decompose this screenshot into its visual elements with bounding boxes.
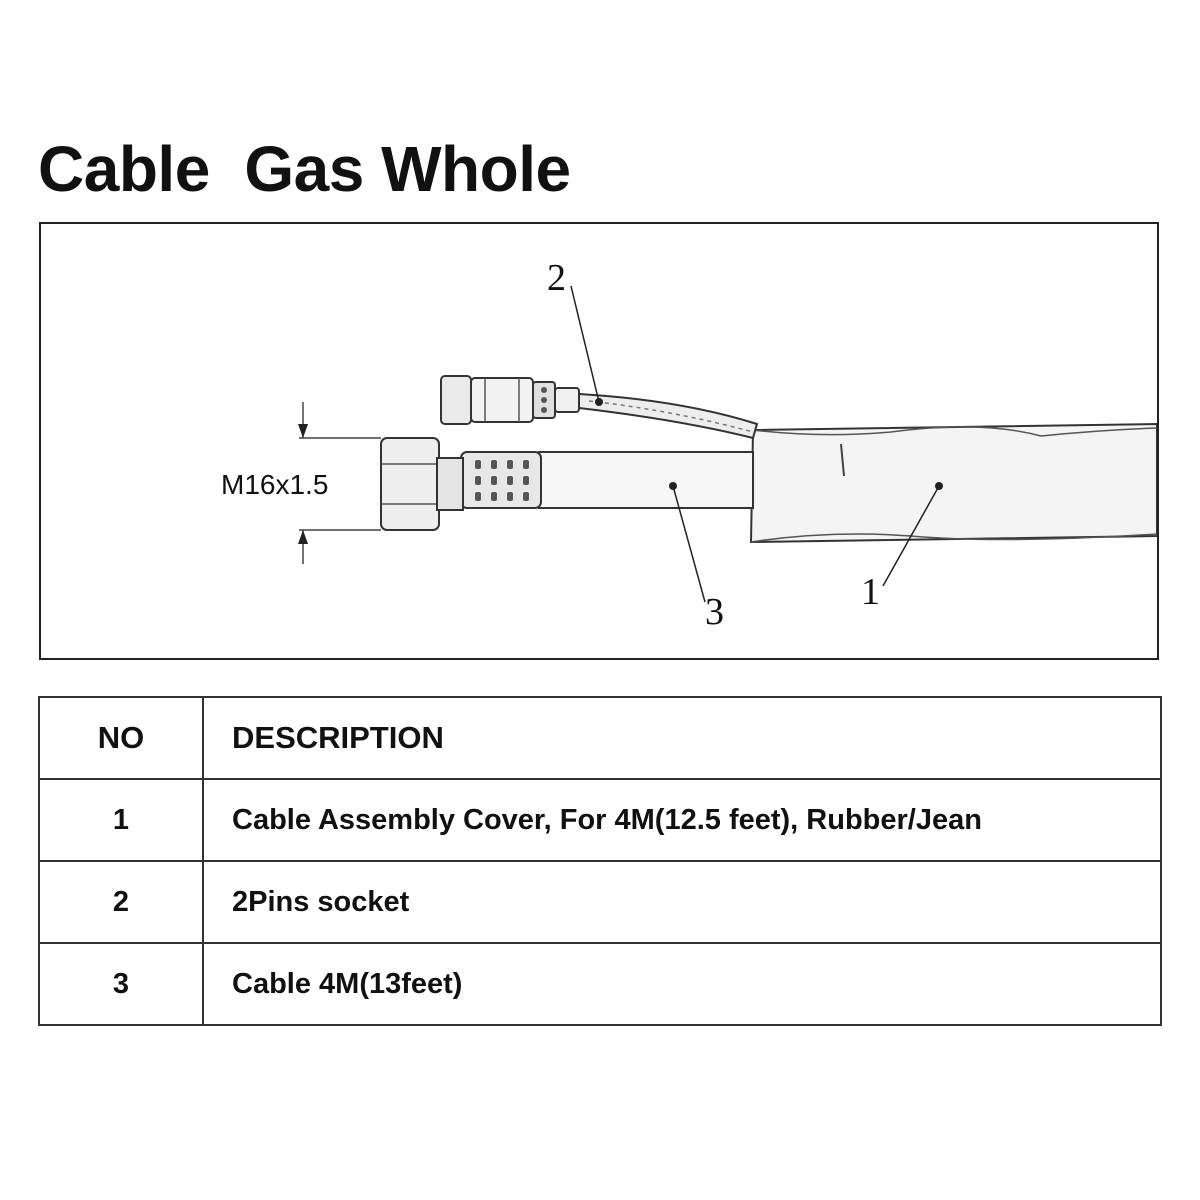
- socket-body: [470, 377, 534, 423]
- control-wire: [578, 392, 759, 440]
- socket-boot: [554, 387, 580, 413]
- dimension-label: M16x1.5: [221, 469, 328, 500]
- nut-collar: [436, 457, 464, 511]
- parts-table: NO DESCRIPTION 1 Cable Assembly Cover, F…: [38, 696, 1162, 1026]
- callout-3: 3: [705, 591, 724, 633]
- callout-2: 2: [547, 257, 566, 299]
- table-row: 2 2Pins socket: [38, 860, 1162, 944]
- page-title: Cable Gas Whole: [38, 133, 571, 205]
- leader-line-2: [570, 285, 600, 403]
- main-cable: [538, 451, 754, 509]
- header-no: NO: [38, 696, 204, 780]
- cable-cover-crease: [840, 443, 845, 477]
- cable-diagram-drawing: M16x1.5 1 2 3: [221, 257, 1157, 633]
- table-row: 1 Cable Assembly Cover, For 4M(12.5 feet…: [38, 778, 1162, 862]
- cable-cover: [749, 422, 1157, 544]
- callout-1: 1: [861, 571, 880, 613]
- cable-cover-fold: [752, 426, 1157, 437]
- row-description: Cable 4M(13feet): [202, 942, 1162, 1026]
- table-row: 3 Cable 4M(13feet): [38, 942, 1162, 1026]
- leader-line-1: [882, 485, 940, 587]
- hex-nut: [380, 437, 440, 531]
- row-no: 3: [38, 942, 204, 1026]
- table-header-row: NO DESCRIPTION: [38, 696, 1162, 780]
- row-no: 1: [38, 778, 204, 862]
- leader-line-3: [672, 485, 706, 603]
- cable-diagram: M16x1.5 1 2 3: [39, 222, 1159, 660]
- row-description: Cable Assembly Cover, For 4M(12.5 feet),…: [202, 778, 1162, 862]
- row-no: 2: [38, 860, 204, 944]
- row-description: 2Pins socket: [202, 860, 1162, 944]
- ferrule-grip-holes: [475, 460, 529, 501]
- socket-cap: [440, 375, 472, 425]
- cable-cover-fold-lower: [750, 533, 1157, 543]
- header-description: DESCRIPTION: [202, 696, 1162, 780]
